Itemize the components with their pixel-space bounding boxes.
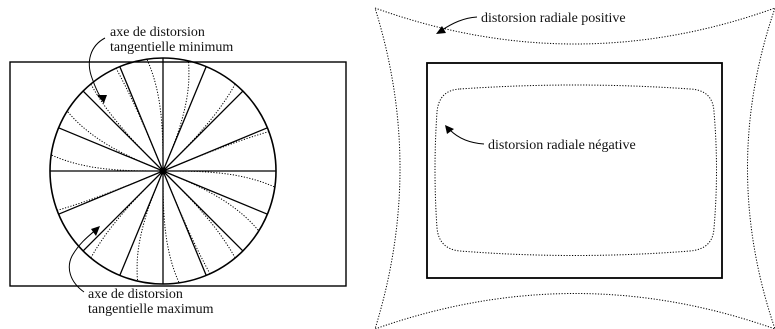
distorted-spoke (90, 170, 164, 259)
radial-spoke (162, 90, 244, 172)
distorted-spoke (162, 131, 270, 172)
distorted-spoke (90, 83, 164, 172)
distorted-spoke (162, 170, 211, 275)
leader-arrowhead-maximum (91, 226, 100, 236)
radial-spokes (50, 58, 276, 284)
label-axis-minimum-line2: tangentielle minimum (110, 40, 233, 55)
label-axis-minimum-line1: axe de distorsion (110, 25, 205, 40)
distorted-spoke (51, 154, 163, 172)
radial-spoke (162, 170, 207, 276)
radial-spoke (162, 66, 207, 172)
leader-line-positive (441, 16, 478, 31)
radial-spoke (162, 170, 244, 252)
radial-spoke (58, 170, 164, 215)
distorted-spoke (56, 170, 164, 211)
label-axis-maximum-line1: axe de distorsion (88, 287, 183, 302)
leader-arrowhead-positive (436, 26, 446, 34)
leader-arrowhead-minimum (97, 95, 107, 103)
distorted-spoke (163, 170, 275, 188)
barrel-outline (434, 84, 717, 256)
tangential-distortion-panel: axe de distorsion tangentielle minimum a… (9, 25, 347, 317)
distorted-spoke (162, 170, 236, 259)
label-radial-negative: distorsion radiale négative (488, 138, 636, 153)
distorted-spoke (162, 170, 260, 232)
radial-spoke (162, 127, 268, 172)
label-axis-maximum-line2: tangentielle maximum (88, 302, 214, 317)
radial-distortion-panel: distorsion radiale positive distorsion r… (374, 7, 775, 329)
distorted-spoke (162, 83, 236, 172)
leader-line-negative (449, 129, 485, 145)
radial-spoke (119, 66, 164, 172)
left-frame (9, 61, 347, 287)
distorted-spoke (162, 60, 190, 172)
leader-line-maximum (68, 227, 99, 293)
distorted-spoke (146, 59, 164, 171)
distorted-spoke (66, 110, 164, 172)
reference-frame (426, 62, 723, 279)
distorted-spoke (136, 170, 164, 282)
leader-arrowhead-negative (445, 125, 454, 134)
radial-spoke (119, 170, 164, 276)
radial-spoke (82, 90, 164, 172)
radial-spoke (82, 170, 164, 252)
distorted-spoke (115, 67, 164, 172)
distorted-spokes (51, 59, 275, 283)
label-radial-positive: distorsion radiale positive (481, 11, 626, 26)
radial-spoke (162, 170, 268, 215)
radial-spoke (58, 127, 164, 172)
distorted-spoke (162, 171, 180, 283)
leader-line-minimum (88, 37, 106, 104)
